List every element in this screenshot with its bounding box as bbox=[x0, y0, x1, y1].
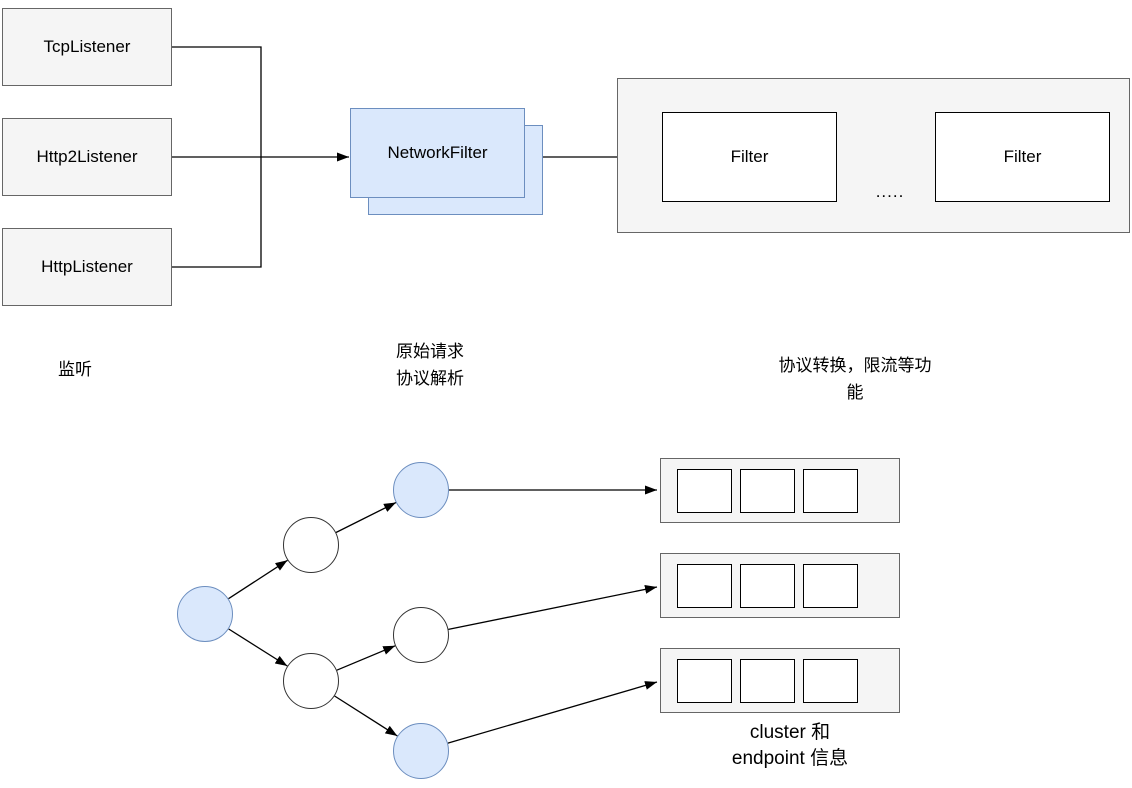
endpoint-box bbox=[803, 659, 858, 703]
endpoint-box bbox=[740, 564, 795, 608]
route-node-l3-mid bbox=[393, 607, 449, 663]
listener-box-http-label: HttpListener bbox=[41, 257, 133, 276]
filter-box-1: Filter bbox=[662, 112, 837, 202]
route-node-l3-bottom bbox=[393, 723, 449, 779]
listener-box-tcp-label: TcpListener bbox=[43, 37, 131, 56]
endpoint-box bbox=[740, 469, 795, 513]
node-top-to-leaf-top-arrow bbox=[335, 501, 397, 534]
network-filter-box: NetworkFilter bbox=[350, 108, 525, 198]
endpoint-box bbox=[803, 469, 858, 513]
cluster-box-2 bbox=[660, 553, 900, 618]
listener-bracket-line bbox=[172, 46, 262, 268]
caption-cluster-endpoint: cluster 和 endpoint 信息 bbox=[731, 722, 849, 769]
listener-box-http: HttpListener bbox=[2, 228, 172, 306]
route-node-l2-top bbox=[283, 517, 339, 573]
root-to-node-top-arrow bbox=[228, 559, 288, 600]
caption-protocol-parse: 原始请求 协议解析 bbox=[396, 342, 464, 388]
filter-chain-ellipsis: ..... bbox=[875, 182, 905, 201]
node-bottom-to-leaf-mid-arrow bbox=[336, 645, 396, 671]
route-node-root bbox=[177, 586, 233, 642]
network-filter-label: NetworkFilter bbox=[387, 143, 488, 162]
route-node-l2-bottom bbox=[283, 653, 339, 709]
listener-box-http2: Http2Listener bbox=[2, 118, 172, 196]
leaf-mid-to-cluster2-arrow bbox=[448, 584, 658, 631]
endpoint-box bbox=[677, 564, 732, 608]
leaf-bottom-to-cluster3-arrow bbox=[447, 681, 658, 744]
caption-filter-chain: 协议转换，限流等功 能 bbox=[778, 356, 932, 402]
filter-box-2: Filter bbox=[935, 112, 1110, 202]
cluster-box-1 bbox=[660, 458, 900, 523]
root-to-node-bottom-arrow bbox=[228, 628, 288, 667]
filter-box-1-label: Filter bbox=[730, 147, 769, 166]
endpoint-box bbox=[677, 469, 732, 513]
caption-listeners: 监听 bbox=[58, 360, 92, 379]
route-node-l3-top bbox=[393, 462, 449, 518]
endpoint-box bbox=[740, 659, 795, 703]
node-bottom-to-leaf-bottom-arrow bbox=[334, 695, 398, 737]
cluster-box-3 bbox=[660, 648, 900, 713]
filter-box-2-label: Filter bbox=[1003, 147, 1042, 166]
endpoint-box bbox=[677, 659, 732, 703]
endpoint-box bbox=[803, 564, 858, 608]
listener-box-http2-label: Http2Listener bbox=[36, 147, 138, 166]
listener-box-tcp: TcpListener bbox=[2, 8, 172, 86]
